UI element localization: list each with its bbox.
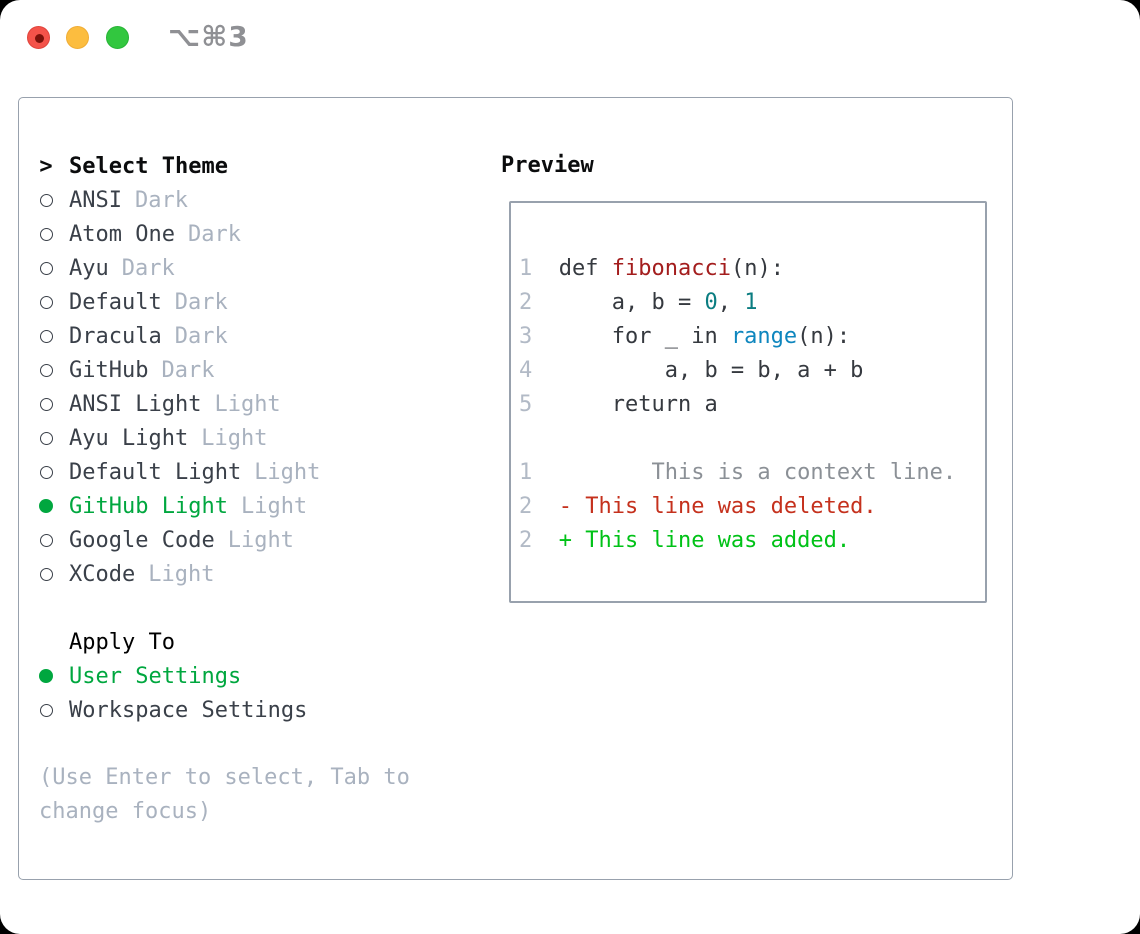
radio-icon [39,567,53,581]
code-line: 2 a, b = 0, 1 [519,290,758,315]
zoom-button[interactable] [106,26,129,49]
radio-selected-icon [39,669,53,683]
apply-option-workspace-settings[interactable]: Workspace Settings [39,693,410,727]
option-label: User Settings [69,663,242,689]
theme-option-github[interactable]: GitHub Dark [39,353,410,387]
option-label: ANSI Light [69,391,202,417]
radio-icon [39,329,53,343]
radio-icon [39,193,53,207]
option-variant-label: Light [227,527,294,553]
theme-option-dracula[interactable]: Dracula Dark [39,319,410,353]
code-preview: 1 def fibonacci(n): 2 a, b = 0, 1 3 for … [519,256,956,553]
theme-option-ansi-light[interactable]: ANSI Light Light [39,387,410,421]
code-line: 2 - This line was deleted. [519,494,877,519]
minimize-button[interactable] [66,26,89,49]
close-button[interactable] [27,26,50,49]
option-label: Workspace Settings [69,697,308,723]
theme-option-default-light[interactable]: Default Light Light [39,455,410,489]
option-variant-label: Dark [187,221,241,247]
radio-icon [39,397,53,411]
option-label: Atom One [69,221,175,247]
theme-option-github-light[interactable]: GitHub Light Light [39,489,410,523]
option-variant-label: Light [201,425,268,451]
radio-icon [39,431,53,445]
code-line: 5 return a [519,392,718,417]
radio-icon [39,465,53,479]
option-variant-label: Light [254,459,321,485]
apply-to-title: Apply To [69,629,175,655]
radio-icon [39,533,53,547]
option-label: Default [69,289,162,315]
theme-option-ayu-light[interactable]: Ayu Light Light [39,421,410,455]
option-variant-label: Light [240,493,308,519]
option-label: Ayu Light [69,425,189,451]
option-label: XCode [69,561,136,587]
preview-title: Preview [501,153,594,178]
apply-option-user-settings[interactable]: User Settings [39,659,410,693]
code-line: 4 a, b = b, a + b [519,358,864,383]
select-theme-title: Select Theme [69,153,228,179]
theme-option-xcode[interactable]: XCode Light [39,557,410,591]
theme-option-ansi[interactable]: ANSI Dark [39,183,410,217]
theme-option-ayu[interactable]: Ayu Dark [39,251,410,285]
option-variant-label: Light [148,561,215,587]
radio-icon [39,261,53,275]
radio-selected-icon [39,499,53,513]
code-line: 1 def fibonacci(n): [519,256,784,281]
code-line: 3 for _ in range(n): [519,324,851,349]
theme-option-default[interactable]: Default Dark [39,285,410,319]
window-title: ⌥⌘3 [168,20,249,53]
help-line-2: change focus) [39,799,212,824]
select-theme-header: > Select Theme [39,149,410,183]
theme-option-google-code[interactable]: Google Code Light [39,523,410,557]
preview-pane: 1 def fibonacci(n): 2 a, b = 0, 1 3 for … [509,201,987,603]
option-label: Google Code [69,527,215,553]
option-label: GitHub Light [69,493,228,519]
option-label: ANSI [69,187,122,213]
option-label: Dracula [69,323,162,349]
option-variant-label: Light [214,391,281,417]
code-line: 1 This is a context line. [519,460,957,485]
option-variant-label: Dark [121,255,175,281]
option-variant-label: Dark [174,323,228,349]
help-line-1: (Use Enter to select, Tab to [39,765,410,790]
radio-icon [39,363,53,377]
option-variant-label: Dark [161,357,215,383]
radio-icon [39,703,53,717]
option-label: Ayu [69,255,109,281]
option-variant-label: Dark [134,187,188,213]
option-label: GitHub [69,357,149,383]
radio-icon [39,227,53,241]
help-text: (Use Enter to select, Tab to change focu… [39,761,410,829]
code-line: 2 + This line was added. [519,528,851,553]
radio-icon [39,295,53,309]
cursor-icon: > [39,153,53,179]
option-label: Default Light [69,459,242,485]
close-dot-icon [35,34,44,43]
theme-option-atom-one[interactable]: Atom One Dark [39,217,410,251]
option-variant-label: Dark [174,289,228,315]
apply-to-header: Apply To [39,625,410,659]
